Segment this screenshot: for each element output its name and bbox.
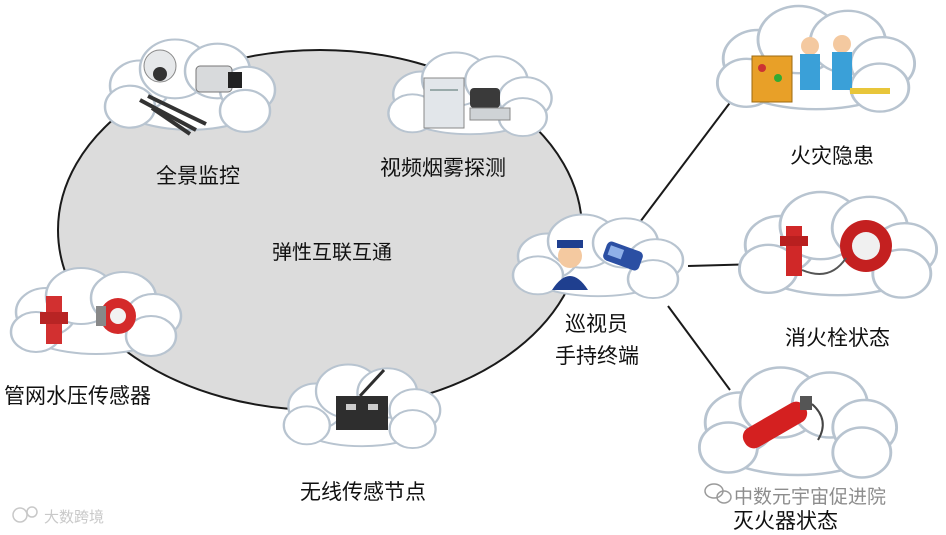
label-hydrant-status: 消火栓状态 [785, 322, 890, 352]
cloud-hydrant-status [739, 192, 936, 298]
watermark-left-logo-icon [13, 507, 37, 522]
label-wireless-sensor-node: 无线传感节点 [300, 476, 426, 506]
wechat-logo-icon [705, 484, 731, 503]
label-extinguisher-status: 灭火器状态 [733, 505, 838, 535]
connector-fire-hazard [640, 92, 738, 222]
watermark-left: 大数跨境 [44, 506, 104, 527]
label-pipe-pressure-sensor: 管网水压传感器 [4, 380, 151, 410]
watermark-right: 中数元宇宙促进院 [734, 482, 886, 509]
label-patrol-officer: 巡视员 [565, 308, 628, 338]
label-panoramic-monitoring: 全景监控 [156, 160, 240, 190]
label-video-smoke-detection: 视频烟雾探测 [380, 152, 506, 182]
label-handheld-terminal: 手持终端 [555, 340, 639, 370]
connector-extinguisher [668, 306, 730, 390]
label-fire-hazard: 火灾隐患 [790, 140, 874, 170]
center-label: 弹性互联互通 [272, 236, 392, 265]
